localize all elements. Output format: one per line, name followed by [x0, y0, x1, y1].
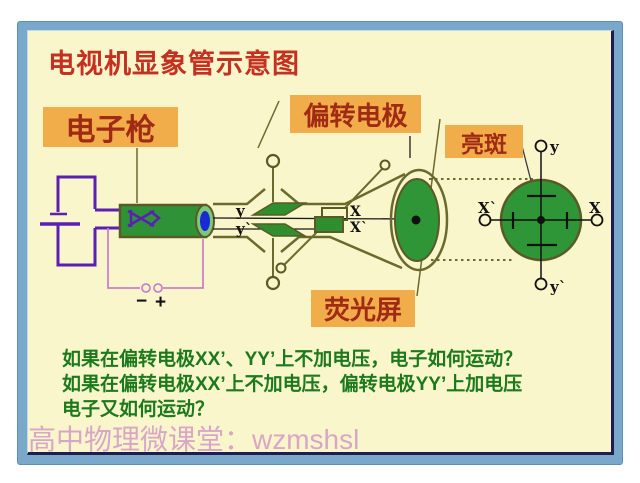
x-plate-front-label: X — [350, 204, 361, 220]
front-y-label: y — [549, 138, 560, 156]
circuit-loop-top — [56, 175, 97, 212]
front-x-prime-label: X` — [478, 199, 497, 217]
heater-wire — [107, 228, 204, 293]
front-y-terminal — [534, 139, 548, 153]
y-plate-bottom — [250, 223, 308, 237]
battery-plus-label: + — [155, 292, 166, 313]
electron-gun-body — [118, 203, 215, 239]
fluorescent-screen-side — [389, 168, 449, 272]
page-title: 电视机显象管示意图 — [48, 49, 300, 79]
bright-spot-callout: 亮斑 — [445, 125, 523, 158]
watermark: 高中物理微课堂：wzmshsl — [28, 424, 360, 455]
filament-coil — [127, 209, 161, 228]
x-top-terminal — [379, 159, 391, 171]
question-line-1: 如果在偏转电极XX’、YY’上不加电压，电子如何运动？ — [62, 349, 523, 370]
terminal-plus — [153, 283, 163, 293]
deflection-electrode-callout: 偏转电极 — [290, 95, 421, 133]
projection-lines — [429, 178, 533, 261]
tube-outline — [213, 172, 406, 270]
bright-spot-dot — [537, 216, 545, 224]
front-x-prime-terminal — [478, 213, 492, 227]
y-plate-bottom-label: y` — [235, 220, 252, 238]
cathode-spot — [200, 211, 210, 231]
front-y-prime-terminal — [534, 277, 548, 291]
y-plate-top — [250, 202, 308, 216]
x-bottom-terminal — [275, 262, 287, 274]
screen-rim — [389, 168, 449, 272]
y-plate-top-label: y — [235, 202, 246, 220]
x-plate-back-label: X` — [350, 220, 368, 236]
question-block: 如果在偏转电极XX’、YY’上不加电压，电子如何运动？ 如果在偏转电极XX’上不… — [62, 347, 607, 422]
front-x-label: X — [589, 199, 601, 217]
fluorescent-screen-callout: 荧光屏 — [311, 290, 415, 327]
y-bottom-terminal — [265, 275, 281, 291]
electron-gun-circuit — [40, 175, 131, 267]
y-deflection-plates — [250, 153, 308, 291]
circuit-loop-bottom — [56, 225, 97, 267]
y-top-terminal — [265, 153, 281, 169]
x-deflection-plates — [275, 159, 391, 274]
terminal-minus — [141, 283, 151, 293]
electron-gun-callout: 电子枪 — [43, 107, 178, 147]
deflection-leader-left — [257, 100, 280, 149]
front-x-terminal — [590, 213, 604, 227]
question-line-2: 如果在偏转电极XX’上不加电压，偏转电极YY’上加电压 — [62, 374, 523, 395]
battery-minus-label: − — [136, 291, 147, 312]
question-line-3: 电子又如何运动？ — [62, 399, 215, 420]
screen-front-view — [478, 139, 604, 291]
plate-tick-marks — [511, 194, 569, 247]
beam-spot-side — [411, 215, 421, 225]
x-plate-front — [314, 216, 344, 233]
front-y-prime-label: y` — [549, 278, 566, 296]
